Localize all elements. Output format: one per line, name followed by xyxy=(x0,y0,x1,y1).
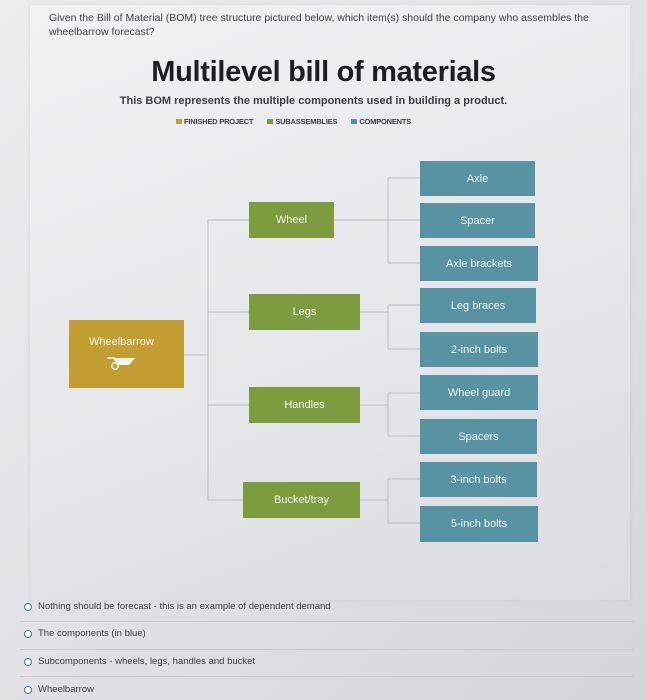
bom-title: Multilevel bill of materials xyxy=(151,56,496,88)
bom-node-spacer: Spacer xyxy=(420,203,535,238)
bom-subtitle: This BOM represents the multiple compone… xyxy=(119,95,508,107)
option-divider xyxy=(20,649,634,650)
legend-label-components: COMPONENTS xyxy=(359,117,412,126)
legend-item-components: COMPONENTS xyxy=(351,117,411,126)
bom-node-leg-braces: Leg braces xyxy=(420,288,536,323)
legend-swatch-subassemblies xyxy=(267,119,274,124)
legend-swatch-finished xyxy=(176,119,182,124)
bom-node-legs: Legs xyxy=(249,294,360,330)
option-divider xyxy=(20,676,634,677)
answer-option-3[interactable]: Subcomponents - wheels, legs, handles an… xyxy=(24,656,255,667)
bom-node-2-inch-bolts: 2-inch bolts xyxy=(420,332,538,367)
radio-button[interactable] xyxy=(24,602,32,611)
legend-label-finished: FINISHED PROJECT xyxy=(184,117,254,126)
question-text: Given the Bill of Material (BOM) tree st… xyxy=(49,12,589,38)
bom-node-5-inch-bolts: 5-inch bolts xyxy=(420,506,538,542)
answer-option-1[interactable]: Nothing should be forecast - this is an … xyxy=(24,601,331,612)
answer-option-label: Subcomponents - wheels, legs, handles an… xyxy=(38,656,256,667)
answer-option-2[interactable]: The components (in blue) xyxy=(24,628,146,639)
legend-item-finished: FINISHED PROJECT xyxy=(176,117,254,126)
bom-node-3-inch-bolts: 3-inch bolts xyxy=(420,462,537,497)
bom-node-wheel: Wheel xyxy=(249,202,334,238)
legend-swatch-components xyxy=(351,119,358,124)
bom-connector-lines xyxy=(184,177,420,524)
legend-item-subassemblies: SUBASSEMBLIES xyxy=(267,117,338,126)
bom-node-spacers: Spacers xyxy=(420,419,537,454)
radio-button[interactable] xyxy=(24,657,32,666)
bom-node-bucket-tray: Bucket/tray xyxy=(243,482,360,518)
bom-node-axle: Axle xyxy=(420,161,535,196)
answer-option-4[interactable]: Wheelbarrow xyxy=(24,684,94,695)
bom-node-wheelbarrow-label: Wheelbarrow xyxy=(89,336,154,348)
bom-node-handles: Handles xyxy=(249,387,360,423)
option-divider xyxy=(20,621,634,622)
wheelbarrow-icon xyxy=(107,354,137,373)
bom-legend: FINISHED PROJECT SUBASSEMBLIES COMPONENT… xyxy=(176,117,411,126)
answer-option-label: The components (in blue) xyxy=(38,628,146,639)
answer-option-label: Wheelbarrow xyxy=(38,684,94,695)
radio-button[interactable] xyxy=(24,685,32,694)
bom-node-wheel-guard: Wheel guard xyxy=(420,375,538,410)
answer-option-label: Nothing should be forecast - this is an … xyxy=(38,601,331,612)
bom-node-axle-brackets: Axle brackets xyxy=(420,246,538,281)
legend-label-subassemblies: SUBASSEMBLIES xyxy=(275,117,338,126)
radio-button[interactable] xyxy=(24,629,32,638)
bom-node-wheelbarrow: Wheelbarrow xyxy=(69,320,184,388)
